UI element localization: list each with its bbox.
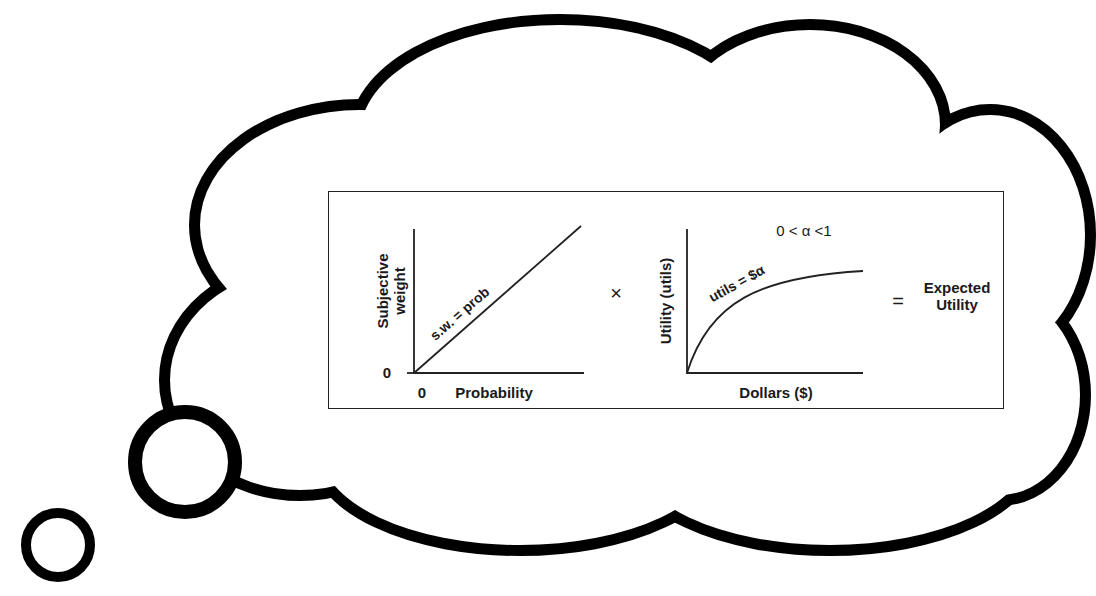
graph-line (687, 271, 863, 373)
operator-sign: = (892, 290, 904, 312)
graph-line (687, 229, 863, 373)
parameter-note: 0 < α <1 (776, 223, 831, 240)
result-label: Expected Utility (917, 280, 997, 313)
axis-title: Probability (455, 385, 533, 402)
graph-line (407, 372, 414, 374)
axis-origin: 0 (383, 365, 391, 382)
graph-line (414, 226, 581, 373)
operator-sign: × (610, 282, 622, 304)
axis-origin: 0 (418, 385, 426, 402)
axis-title: Subjective weight (375, 247, 408, 335)
axis-title: Utility (utils) (658, 258, 675, 345)
curve-label: s.w. = prob (427, 284, 492, 344)
axis-title: Dollars ($) (739, 385, 812, 402)
graph-panel: Subjective weight00Probabilitys.w. = pro… (328, 191, 1004, 409)
curve-label: utils = $α (707, 262, 768, 305)
